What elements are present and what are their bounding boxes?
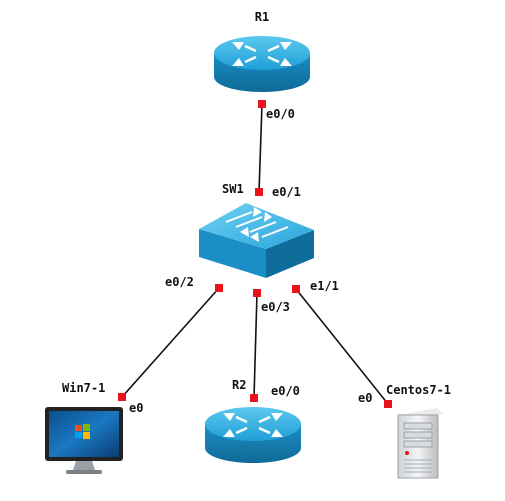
port-label-win7-e0: e0 bbox=[129, 401, 143, 415]
server-centos[interactable]: Centos7-1 bbox=[386, 383, 451, 479]
desktop-monitor-icon bbox=[45, 407, 123, 474]
port-marker-sw1-e0-3[interactable] bbox=[253, 289, 261, 297]
node-label-r1: R1 bbox=[255, 10, 269, 24]
port-label-r2-e0-0: e0/0 bbox=[271, 384, 300, 398]
link-sw1-r2[interactable] bbox=[253, 292, 258, 399]
node-label-centos: Centos7-1 bbox=[386, 383, 451, 397]
router-r2[interactable]: R2 bbox=[205, 378, 301, 463]
port-marker-centos-e0[interactable] bbox=[384, 400, 392, 408]
node-label-r2: R2 bbox=[232, 378, 246, 392]
port-label-sw1-e0-1: e0/1 bbox=[272, 185, 301, 199]
port-label-sw1-e0-2: e0/2 bbox=[165, 275, 194, 289]
port-label-centos-e0: e0 bbox=[358, 391, 372, 405]
switch-sw1[interactable]: SW1 bbox=[199, 182, 314, 278]
windows-logo-icon bbox=[75, 424, 90, 439]
node-label-win7: Win7-1 bbox=[62, 381, 105, 395]
port-marker-r2-e0-0[interactable] bbox=[250, 394, 258, 402]
server-tower-icon bbox=[397, 408, 443, 479]
node-label-sw1: SW1 bbox=[222, 182, 244, 196]
port-marker-win7-e0[interactable] bbox=[118, 393, 126, 401]
port-label-sw1-e1-1: e1/1 bbox=[310, 279, 339, 293]
links bbox=[121, 103, 389, 405]
link-sw1-win7[interactable] bbox=[121, 287, 220, 398]
port-markers bbox=[118, 100, 392, 408]
router-icon bbox=[205, 407, 301, 463]
router-icon bbox=[214, 36, 310, 92]
desktop-win7[interactable]: Win7-1 bbox=[45, 381, 123, 474]
port-marker-sw1-e0-1[interactable] bbox=[255, 188, 263, 196]
link-sw1-centos[interactable] bbox=[295, 288, 389, 405]
port-marker-sw1-e1-1[interactable] bbox=[292, 285, 300, 293]
link-r1-sw1[interactable] bbox=[258, 103, 263, 193]
port-marker-sw1-e0-2[interactable] bbox=[215, 284, 223, 292]
router-r1[interactable]: R1 bbox=[214, 10, 310, 92]
port-label-sw1-e0-3: e0/3 bbox=[261, 300, 290, 314]
port-marker-r1-e0-0[interactable] bbox=[258, 100, 266, 108]
port-labels: e0/0 e0/1 e0/2 e0/3 e1/1 e0 e0/0 e0 bbox=[129, 107, 372, 415]
port-label-r1-e0-0: e0/0 bbox=[266, 107, 295, 121]
switch-icon bbox=[199, 203, 314, 278]
